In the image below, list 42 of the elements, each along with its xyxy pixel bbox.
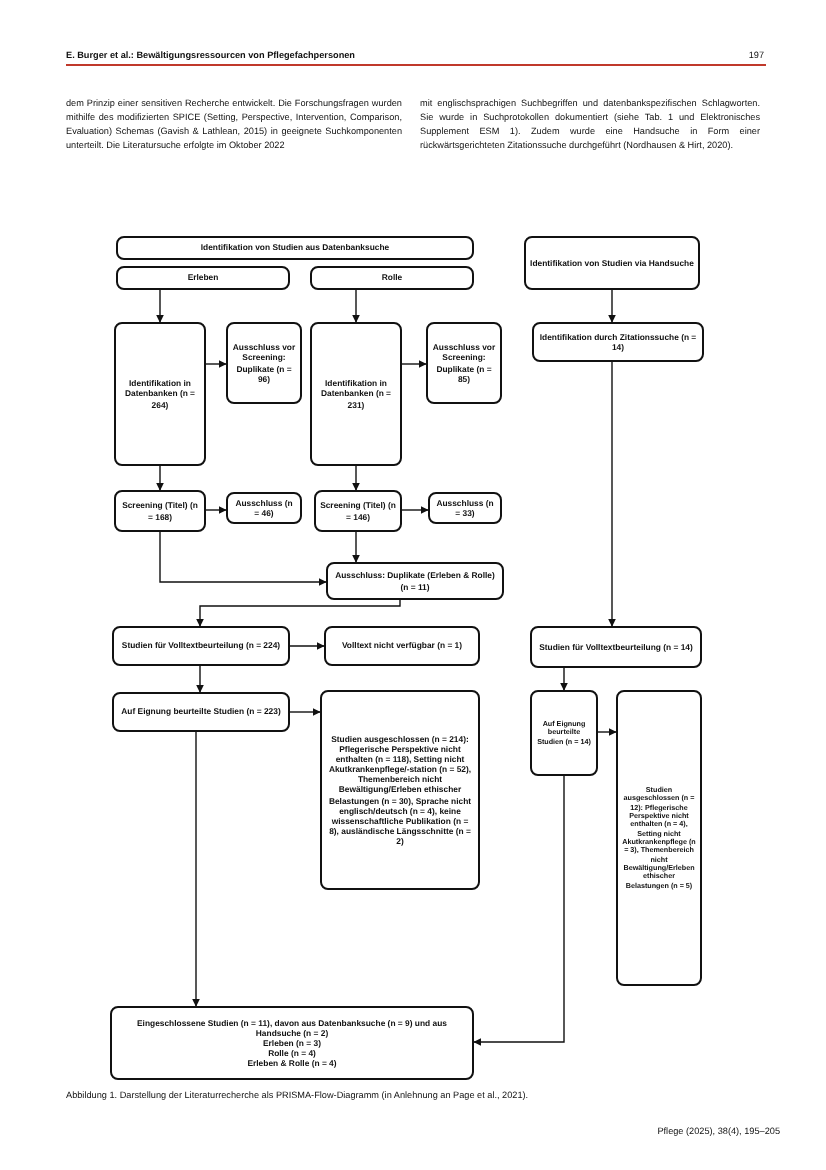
- arrow: [289, 642, 325, 650]
- process-box: [110, 1006, 474, 1080]
- arrow: [196, 665, 204, 693]
- process-box: [530, 690, 598, 776]
- arrow: [608, 289, 616, 323]
- process-box: [320, 690, 480, 890]
- arrow: [608, 361, 616, 627]
- process-box: [116, 266, 290, 290]
- process-box: [326, 562, 504, 600]
- process-box: [314, 490, 402, 532]
- arrow: [196, 599, 401, 627]
- arrow: [560, 667, 568, 691]
- arrow: [401, 506, 429, 514]
- process-box: [112, 692, 290, 732]
- process-box: [310, 266, 474, 290]
- arrow: [401, 360, 427, 368]
- process-box: [524, 236, 700, 290]
- arrow: [352, 531, 360, 563]
- arrow: [205, 360, 227, 368]
- process-box: [114, 322, 206, 466]
- process-box: [426, 322, 502, 404]
- process-box: [532, 322, 704, 362]
- process-box: [226, 322, 302, 404]
- arrow: [597, 728, 617, 736]
- process-box: [324, 626, 480, 666]
- process-box: [310, 322, 402, 466]
- arrow: [156, 465, 164, 491]
- process-box: [116, 236, 474, 260]
- arrow: [205, 506, 227, 514]
- process-box: [530, 626, 702, 668]
- process-box: [616, 690, 702, 986]
- arrow: [156, 289, 164, 323]
- process-box: [114, 490, 206, 532]
- process-box: [226, 492, 302, 524]
- arrow: [289, 708, 321, 716]
- arrow: [352, 465, 360, 491]
- arrow: [159, 531, 327, 586]
- arrow: [192, 731, 200, 1007]
- process-box: [112, 626, 290, 666]
- process-box: [428, 492, 502, 524]
- arrow: [352, 289, 360, 323]
- arrow: [473, 775, 565, 1046]
